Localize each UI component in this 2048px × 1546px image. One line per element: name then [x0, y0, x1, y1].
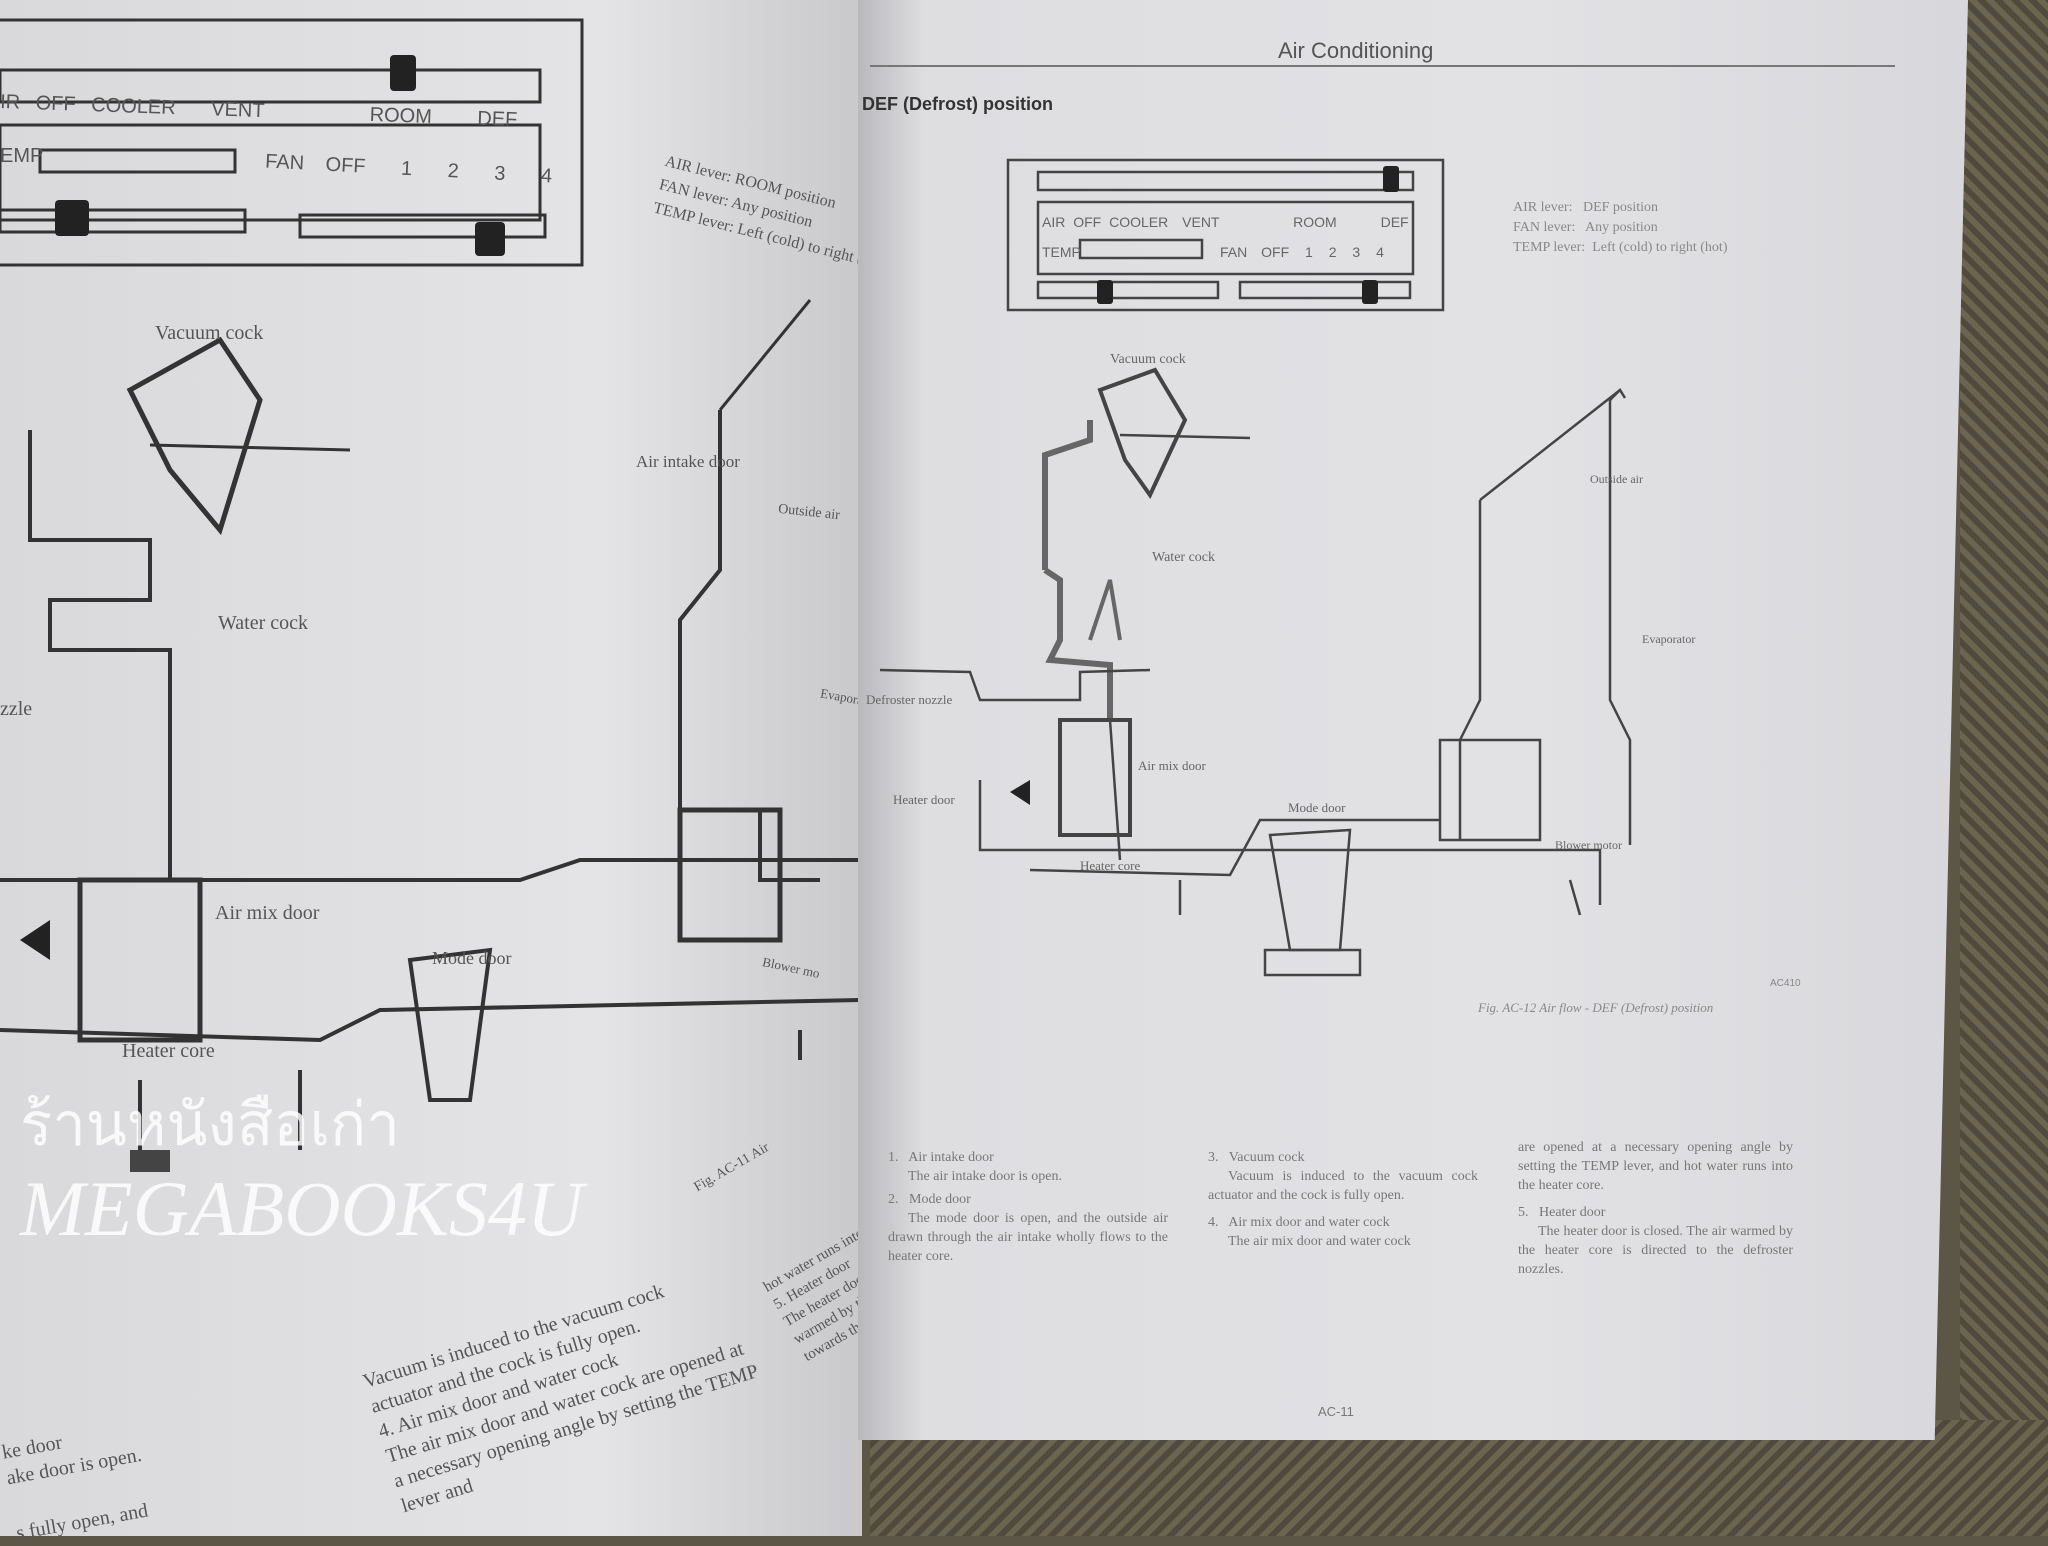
item-text: The air intake door is open. [908, 1169, 1062, 1184]
right-fan-labels: FAN OFF 1 2 3 4 [1220, 244, 1384, 260]
label-air-mix-door: Air mix door [1138, 758, 1206, 773]
item-title: 4. Air mix door and water cock [1208, 1215, 1390, 1230]
fan-position: 4 [1376, 244, 1384, 260]
panel-label: COOLER [1109, 214, 1169, 230]
item-1: 1. Air intake door The air intake door i… [888, 1148, 1168, 1266]
label-outside-air: Outside air [1590, 472, 1643, 486]
label-vacuum-cock: Vacuum cock [155, 322, 264, 344]
label-heater-core: Heater core [122, 1040, 215, 1062]
right-lever-settings: AIR lever: DEF position FAN lever: Any p… [1513, 198, 1727, 258]
label-water-cock: Water cock [218, 612, 308, 634]
label-water-cock: Water cock [1152, 550, 1215, 565]
label-mode-door: Mode door [432, 948, 512, 968]
left-page: IR OFF COOLER VENT ROOM DEF EMP FAN OFF … [0, 0, 911, 1544]
fan-position: 2 [1328, 244, 1337, 260]
item-text: are opened at a necessary opening angle … [1518, 1140, 1793, 1193]
panel-label: VENT [1182, 214, 1220, 230]
label-nozzle: zzle [0, 698, 33, 720]
item-text: The mode door is open, and the outside a… [888, 1211, 1168, 1264]
panel-label: ROOM [1293, 214, 1337, 230]
item-text: The heater door is closed. The air warme… [1518, 1224, 1793, 1277]
figure-code: AC410 [1770, 978, 1801, 989]
item-3-4: 3. Vacuum cock Vacuum is induced to the … [1208, 1148, 1478, 1251]
label-defroster-nozzle: Defroster nozzle [866, 692, 953, 707]
lever-setting: TEMP lever: Left (cold) to right (hot) [1513, 240, 1728, 255]
watermark-latin: MEGABOOKS4U [20, 1165, 584, 1252]
item-title: 3. Vacuum cock [1208, 1150, 1305, 1165]
right-panel-labels: AIR OFF COOLER VENT ROOM DEF [1042, 214, 1409, 230]
label-heater-core: Heater core [1080, 858, 1141, 873]
page-number: AC-11 [1318, 1404, 1354, 1419]
fan-label: FAN [1220, 244, 1248, 260]
background-fabric [1960, 0, 2048, 1536]
label-air-mix-door: Air mix door [215, 902, 320, 924]
temp-label: EMP [0, 145, 44, 167]
panel-label: AIR [1042, 214, 1066, 230]
figure-caption: Fig. AC-12 Air flow - DEF (Defrost) posi… [1478, 1000, 1714, 1015]
item-text: The air mix door and water cock [1228, 1234, 1411, 1249]
section-title: DEF (Defrost) position [862, 94, 1053, 114]
item-4-5: are opened at a necessary opening angle … [1518, 1138, 1793, 1279]
running-header: Air Conditioning [1278, 38, 1434, 63]
label-blower-motor: Blower motor [1555, 838, 1622, 852]
fan-position: OFF [1261, 244, 1290, 260]
item-title: 2. Mode door [888, 1192, 971, 1207]
label-vacuum-cock: Vacuum cock [1110, 352, 1186, 367]
item-title: 1. Air intake door [888, 1150, 994, 1165]
label-mode-door: Mode door [1288, 800, 1346, 815]
label-air-intake-door: Air intake door [636, 452, 740, 471]
temp-label: TEMP [1042, 244, 1081, 260]
item-text: Vacuum is induced to the vacuum cock act… [1208, 1169, 1478, 1203]
label-heater-door: Heater door [893, 792, 955, 807]
item-title: 5. Heater door [1518, 1205, 1606, 1220]
fan-position: 3 [1352, 244, 1361, 260]
watermark-thai: ร้านหนังสือเก่า [20, 1090, 400, 1160]
lever-setting: FAN lever: Any position [1513, 220, 1658, 235]
left-diagram [0, 18, 861, 1172]
fan-position: 1 [1305, 244, 1313, 260]
panel-label: OFF [1073, 214, 1102, 230]
label-evaporator: Evaporator [1642, 632, 1696, 646]
lever-setting: AIR lever: DEF position [1513, 200, 1659, 215]
panel-label: DEF [1380, 214, 1409, 230]
